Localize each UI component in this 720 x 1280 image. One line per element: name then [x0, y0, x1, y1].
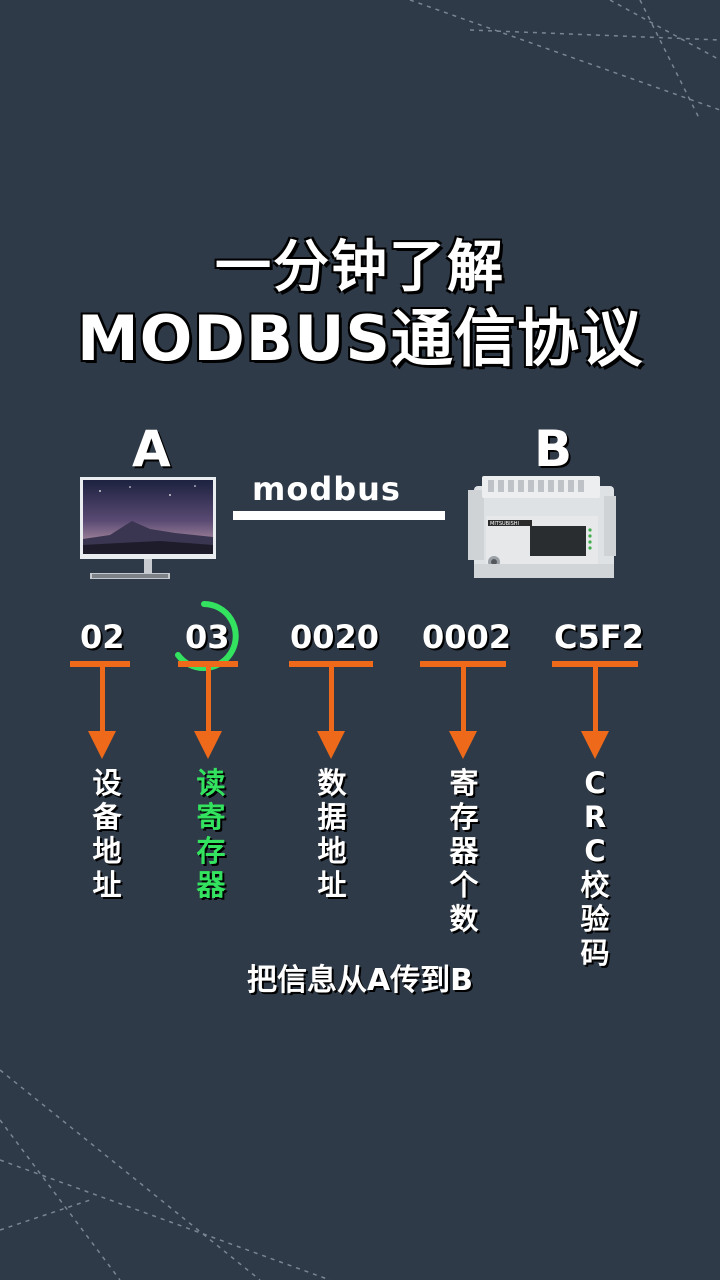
label-char: 寄 [196, 800, 226, 834]
label-char: 校 [580, 868, 610, 902]
label-char: 址 [317, 868, 347, 902]
label-char: 存 [196, 834, 226, 868]
underline-device-address [70, 661, 130, 667]
down-arrow-icon [449, 667, 477, 759]
device-a-label: A [132, 420, 171, 478]
underline-crc [552, 661, 638, 667]
down-arrow-icon [581, 667, 609, 759]
label-char: 码 [580, 936, 610, 970]
label-char: 地 [92, 834, 122, 868]
label-char: 存 [449, 800, 479, 834]
label-char: 设 [92, 766, 122, 800]
label-char: 数 [449, 902, 479, 936]
label-read-register: 读 寄 存 器 [191, 766, 231, 902]
protocol-link-label: modbus [252, 470, 401, 508]
frame-code-crc: C5F2 [554, 618, 644, 656]
label-char: C [584, 766, 606, 800]
label-data-address: 数 据 地 址 [312, 766, 352, 902]
down-arrow-icon [317, 667, 345, 759]
down-arrow-icon [88, 667, 116, 759]
title-line-2: MODBUS通信协议 [76, 302, 644, 375]
underline-register-count [420, 661, 506, 667]
frame-code-device-address: 02 [80, 618, 125, 656]
label-char: 地 [317, 834, 347, 868]
underline-data-address [289, 661, 373, 667]
label-char: 数 [317, 766, 347, 800]
plc-brand-logo: MITSUBISHI [490, 521, 519, 527]
label-device-address: 设 备 地 址 [87, 766, 127, 902]
caption: 把信息从A传到B [246, 963, 474, 998]
label-crc: C R C 校 验 码 [575, 766, 615, 970]
label-register-count: 寄 存 器 个 数 [444, 766, 484, 936]
frame-code-register-count: 0002 [422, 618, 512, 656]
label-char: 读 [196, 766, 226, 800]
label-char: R [583, 800, 607, 834]
frame-code-data-address: 0020 [290, 618, 380, 656]
down-arrow-icon [194, 667, 222, 759]
label-char: 址 [92, 868, 122, 902]
connection-line [233, 511, 445, 520]
label-char: 据 [317, 800, 347, 834]
computer-monitor-image [80, 477, 216, 579]
label-char: 验 [580, 902, 610, 936]
label-char: 备 [92, 800, 122, 834]
label-char: C [584, 834, 606, 868]
device-b-label: B [534, 420, 573, 478]
label-char: 个 [449, 868, 479, 902]
label-char: 寄 [449, 766, 479, 800]
frame-code-function: 03 [185, 618, 230, 656]
underline-function [178, 661, 238, 667]
title-line-1: 一分钟了解 [215, 235, 505, 300]
label-char: 器 [449, 834, 479, 868]
plc-device-image: MITSUBISHI [468, 476, 616, 578]
label-char: 器 [196, 868, 226, 902]
